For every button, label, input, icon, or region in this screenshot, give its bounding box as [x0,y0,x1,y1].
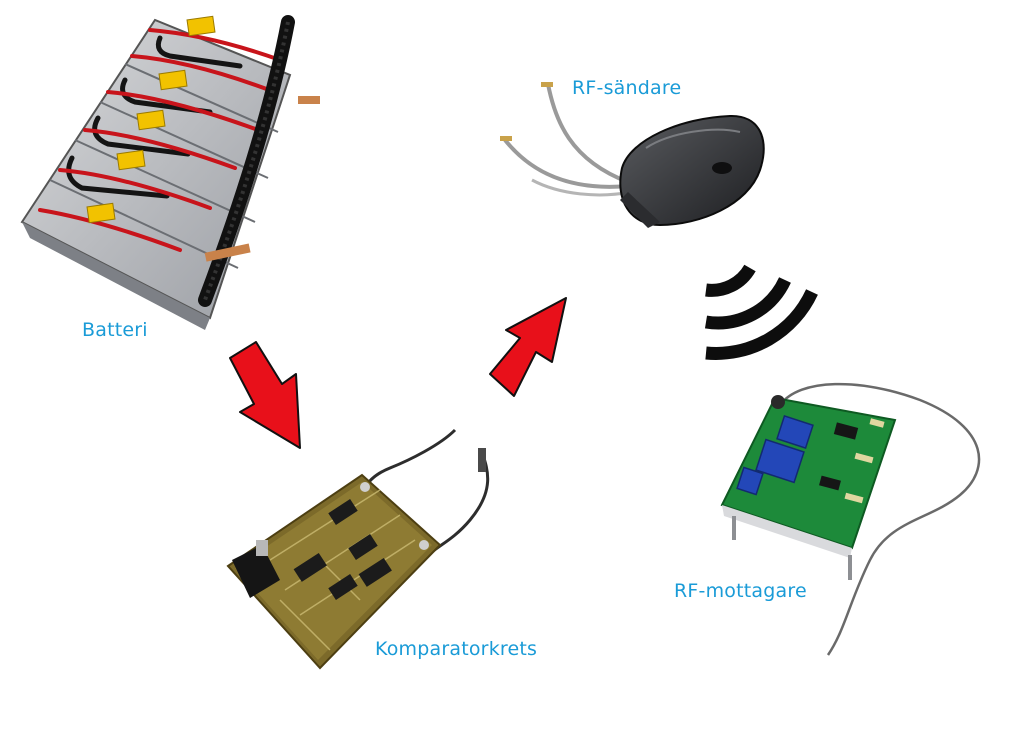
receiver-board-icon [720,382,981,656]
comparator-label: Komparatorkrets [375,638,538,660]
transmitter-label: RF-sändare [572,77,682,99]
receiver-label: RF-mottagare [674,580,807,602]
battery-label: Batteri [82,319,148,341]
battery-pack-icon [20,15,320,330]
arrow-comparator-to-transmitter [489,297,567,397]
circuit-board-icon [226,428,490,670]
key-fob-transmitter-icon [500,82,765,228]
arrow-battery-to-comparator [229,341,301,449]
wireless-signal-icon [704,264,818,360]
